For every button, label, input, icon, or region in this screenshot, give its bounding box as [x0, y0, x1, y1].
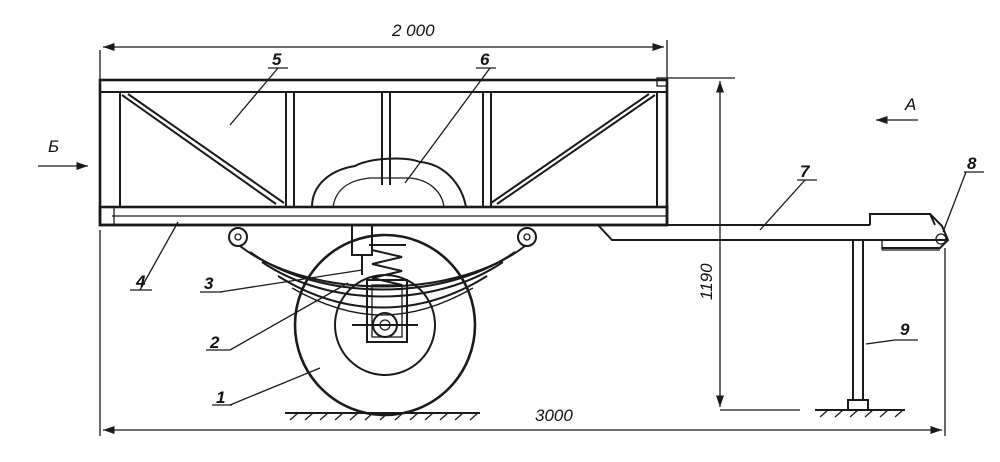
- callout-5: 5: [229, 50, 288, 126]
- callout-2-number: 2: [209, 333, 220, 352]
- dimension-overall-length: 3000: [99, 230, 946, 436]
- callout-6: 6: [404, 50, 496, 184]
- dimension-overall-length-label: 3000: [535, 406, 573, 425]
- callout-4-number: 4: [135, 272, 146, 291]
- hitch-coupling: [882, 213, 950, 249]
- callout-6-number: 6: [480, 50, 490, 69]
- callout-1-number: 1: [216, 388, 225, 407]
- drawbar: [597, 213, 948, 251]
- callout-1: 1: [212, 367, 321, 407]
- callout-9-number: 9: [900, 320, 910, 339]
- dimension-top-width-label: 2 000: [391, 21, 435, 40]
- view-marker-a: А: [876, 95, 918, 125]
- callout-5-number: 5: [272, 50, 282, 69]
- shock-absorber: [351, 224, 418, 343]
- dimension-height: 1190: [667, 77, 800, 411]
- callout-3-number: 3: [204, 274, 214, 293]
- body-frame: [98, 77, 669, 227]
- callout-7-number: 7: [800, 162, 811, 181]
- support-leg: [847, 240, 869, 411]
- chassis-beam: [98, 205, 669, 227]
- callout-3: 3: [200, 269, 363, 293]
- callout-8-number: 8: [967, 154, 977, 173]
- callout-8: 8: [942, 154, 984, 233]
- view-a-letter: А: [904, 95, 916, 114]
- view-b-letter: Б: [48, 137, 59, 156]
- dimension-top-width: 2 000: [99, 21, 668, 80]
- callout-4: 4: [130, 221, 179, 291]
- callout-7: 7: [759, 162, 817, 231]
- wheel-arch: [311, 157, 467, 208]
- dimension-height-label: 1190: [697, 263, 716, 300]
- leaf-spring: [228, 227, 537, 316]
- view-marker-b: Б: [38, 137, 88, 171]
- callout-2: 2: [206, 282, 349, 352]
- ground-lines: [285, 409, 905, 421]
- callout-9: 9: [865, 320, 918, 345]
